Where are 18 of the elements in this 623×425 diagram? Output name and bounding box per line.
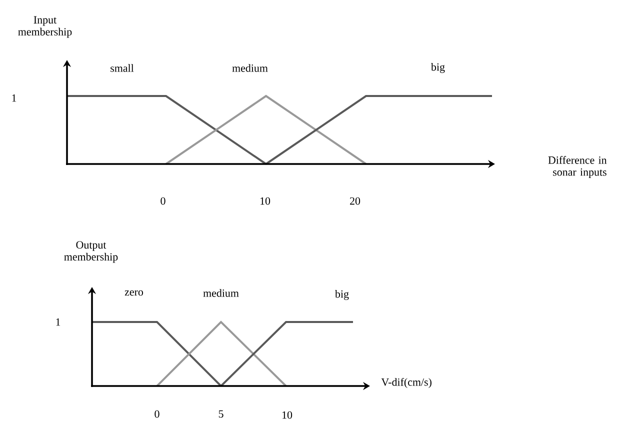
curve-label: medium <box>232 64 268 72</box>
tick-label: 0 <box>160 197 166 205</box>
axis-label: Output membership <box>64 241 118 263</box>
tick-label: 1 <box>12 94 16 102</box>
tick-label: 0 <box>154 410 160 418</box>
axis-label: V-dif(cm/s) <box>381 378 432 388</box>
curve-label: big <box>335 290 349 300</box>
axis-label: Input membership <box>18 16 72 38</box>
tick-label: 1 <box>56 318 60 326</box>
tick-label: 10 <box>282 411 292 419</box>
tick-label: 10 <box>260 197 270 205</box>
axis-label: Difference in sonar inputs <box>548 156 607 178</box>
curve-label: medium <box>203 289 239 297</box>
curve-label: small <box>110 64 134 72</box>
tick-label: 5 <box>218 410 224 418</box>
curve-label: big <box>431 63 445 73</box>
tick-label: 20 <box>350 197 360 205</box>
curve-label: zero <box>124 290 144 296</box>
